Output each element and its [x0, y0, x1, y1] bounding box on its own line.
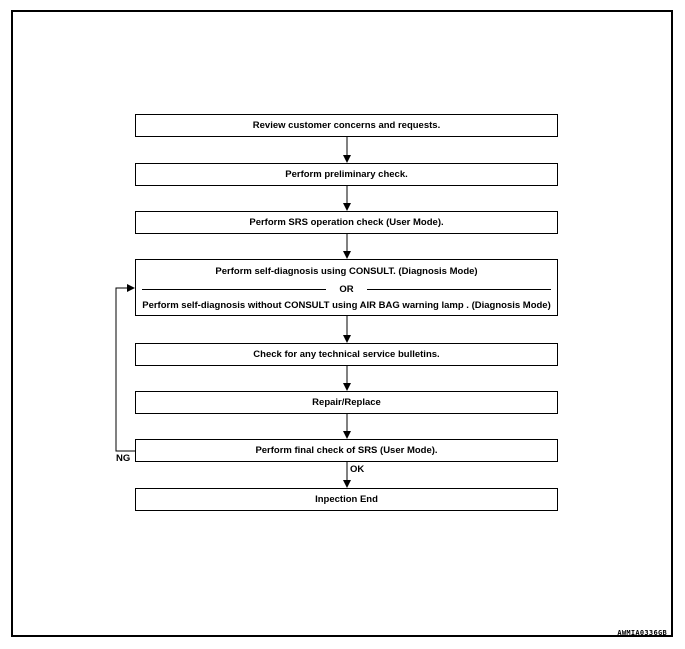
- or-divider: OR: [142, 284, 551, 295]
- step-repair-replace: Repair/Replace: [135, 391, 558, 414]
- diagram-frame: [11, 10, 673, 637]
- step-service-bulletins: Check for any technical service bulletin…: [135, 343, 558, 366]
- step-srs-operation-check: Perform SRS operation check (User Mode).: [135, 211, 558, 234]
- self-diagnosis-warning-lamp: Perform self-diagnosis without CONSULT u…: [142, 300, 551, 311]
- step-preliminary-check: Perform preliminary check.: [135, 163, 558, 186]
- or-label: OR: [339, 284, 354, 295]
- self-diagnosis-consult: Perform self-diagnosis using CONSULT. (D…: [215, 266, 478, 277]
- figure-code: AWMIA0336GB: [617, 629, 667, 637]
- ok-label: OK: [350, 464, 365, 475]
- ng-loop-arrow: [115, 284, 135, 452]
- step-review-concerns: Review customer concerns and requests.: [135, 114, 558, 137]
- step-final-check: Perform final check of SRS (User Mode).: [135, 439, 558, 462]
- step-inspection-end: Inpection End: [135, 488, 558, 511]
- step-self-diagnosis: Perform self-diagnosis using CONSULT. (D…: [135, 259, 558, 316]
- ng-label: NG: [116, 453, 131, 464]
